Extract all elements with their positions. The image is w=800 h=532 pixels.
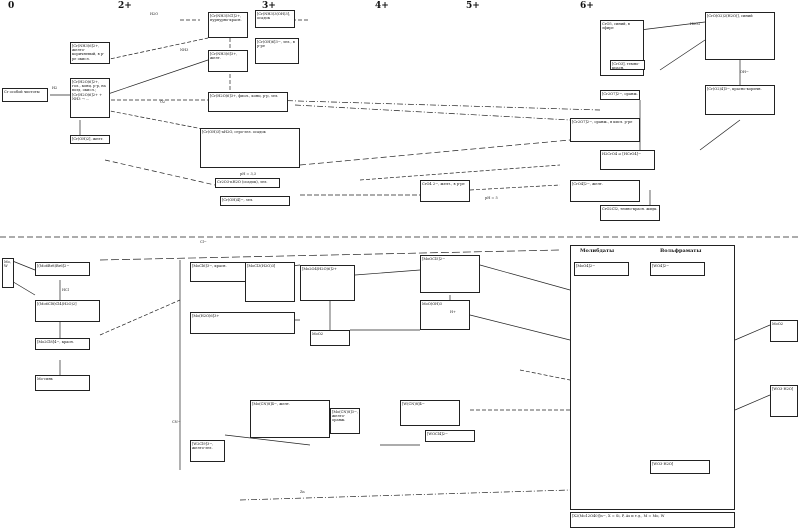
rxn-cl-label: Cl− <box>200 240 207 244</box>
cro4-yellow: CrO4 2−, желт., в р-ре <box>420 180 470 202</box>
state-5: 5+ <box>466 1 480 11</box>
rxn-ph5-label: pH = 5 <box>485 196 498 200</box>
state-2: 2+ <box>118 1 132 11</box>
h2cro4: H2CrO4 ⇌ [HCrO4]− <box>600 150 655 170</box>
mo-cn8-4: [Mo(CN)8]4−, желт. <box>250 400 330 438</box>
rxn-h2o2-label: H2O2 <box>690 22 701 26</box>
heteropoly-box: [X2(Mo12O40)]n−, X = Si, P, As и т.д., M… <box>570 512 735 528</box>
wocl4: [WOCl4]2− <box>425 430 475 442</box>
w-cn8: [W(CN)8]4− <box>400 400 460 426</box>
wo4: [WO4]2− <box>650 262 705 276</box>
mo6br8: [(Mo6Br8)Br6]2− <box>35 262 90 276</box>
cr-pure: Cr особой чистоты <box>2 88 48 102</box>
rxn-oh-label: OH− <box>740 70 749 74</box>
mocl6: [MoCl6]3−, красн. <box>190 262 250 282</box>
mooh3: MoO(OH)3 <box>420 300 470 330</box>
cr-nh3-6-3: [Cr(NH3)6]3+, желт. <box>208 50 248 72</box>
rxn-zn-label: Zn <box>300 490 305 494</box>
moo4: [MoO4]2− <box>574 262 629 276</box>
state-6: 6+ <box>580 1 594 11</box>
mo-blue: Mo-синь <box>35 375 90 391</box>
cr2o7: [Cr2O7]2−, оранж., в кисл. р-ре <box>570 118 640 142</box>
cr-h2o-6-2: [Cr(H2O)6]2+, гол., конц. р-р, на возд. … <box>70 78 110 118</box>
cr-oh3: [Cr(OH)3]·nH2O, серо-зел. осадок <box>200 128 300 168</box>
moo2: MoO2 <box>310 330 350 346</box>
cr-oh4: [Cr(OH)4]−, зел. <box>220 196 290 206</box>
state-4: 4+ <box>375 1 389 11</box>
mo2cl8: [Mo2Cl8]4−, красн. <box>35 338 90 350</box>
rxn-o2-label: O2 <box>160 100 166 104</box>
state-0: 0 <box>8 1 15 11</box>
w2cl9: [W2Cl9]3−, желто-зел. <box>190 440 225 462</box>
rxn-nh3-label: NH3 <box>180 48 189 52</box>
rxn-h-label: H+ <box>450 310 456 314</box>
wo3-h2o: [WO3·H2O] <box>650 460 710 474</box>
cr-nh3-5cl: [Cr(NH3)5Cl]2+, пурпурно-красн. <box>208 12 248 38</box>
rxn-cn-label: CN− <box>172 420 181 424</box>
cro8: [Cr(O2)4]3−, красно-коричн. <box>705 85 775 115</box>
cr-nh3-3: [Cr(NH3)3(OH)3], осадок <box>255 10 295 28</box>
cro3: [CrO3], темно-красн. <box>610 60 645 70</box>
cr-nh3-6-2: [Cr(NH3)6]2+, желто-коричневый, в р-ре о… <box>70 42 110 64</box>
rxn-h2o-label: H2O <box>150 12 159 16</box>
molybdates-header: Молибдаты <box>580 248 615 254</box>
state-3: 3+ <box>262 1 276 11</box>
mo6cl8: [(Mo6Cl8)Cl4(H2O)2] <box>35 300 100 322</box>
rxn-h2-label: H2 <box>52 86 58 90</box>
cro-o2-2: [CrO(O2)2(H2O)], синий <box>705 12 775 60</box>
mocl3-h2o: [MoCl3(H2O)3] <box>245 262 295 302</box>
rxn-ph-label: pH = 3,3 <box>240 172 257 176</box>
cr-h2o-6-3: [Cr(H2O)6]3+, фиол., конц. р-р, зел. <box>208 92 288 112</box>
cr-oh6: [Cr(OH)6]3−, зел., в р-ре <box>255 38 299 64</box>
cro2cl2: CrO2Cl2, темно-красн. жидк. <box>600 205 660 221</box>
cr2o7-b: [Cr2O7]2−, оранж. <box>600 90 640 100</box>
mo-h2o6: [Mo(H2O)6]3+ <box>190 312 295 334</box>
wolframates-header: Вольфраматы <box>660 248 702 254</box>
cro4-2: [CrO4]2−, желт. <box>570 180 640 202</box>
rxn-hcl-label: HCl <box>62 288 69 292</box>
mo-w: Mo, W <box>2 258 14 288</box>
mo-cn8-3: [Mo(CN)8]3−, желто-оранж. <box>330 408 360 434</box>
mo2o4: [Mo2O4(H2O)6]2+ <box>300 265 355 301</box>
cr2o3: Cr2O3·nH2O (осадок), зел. <box>215 178 280 188</box>
wo-right: [WO3·H2O] <box>770 385 798 417</box>
mocl5: [MoOCl5]2− <box>420 255 480 293</box>
cr-oh2: [Cr(OH)2], желт. <box>70 135 110 144</box>
moo3-right: MoO2 <box>770 320 798 342</box>
